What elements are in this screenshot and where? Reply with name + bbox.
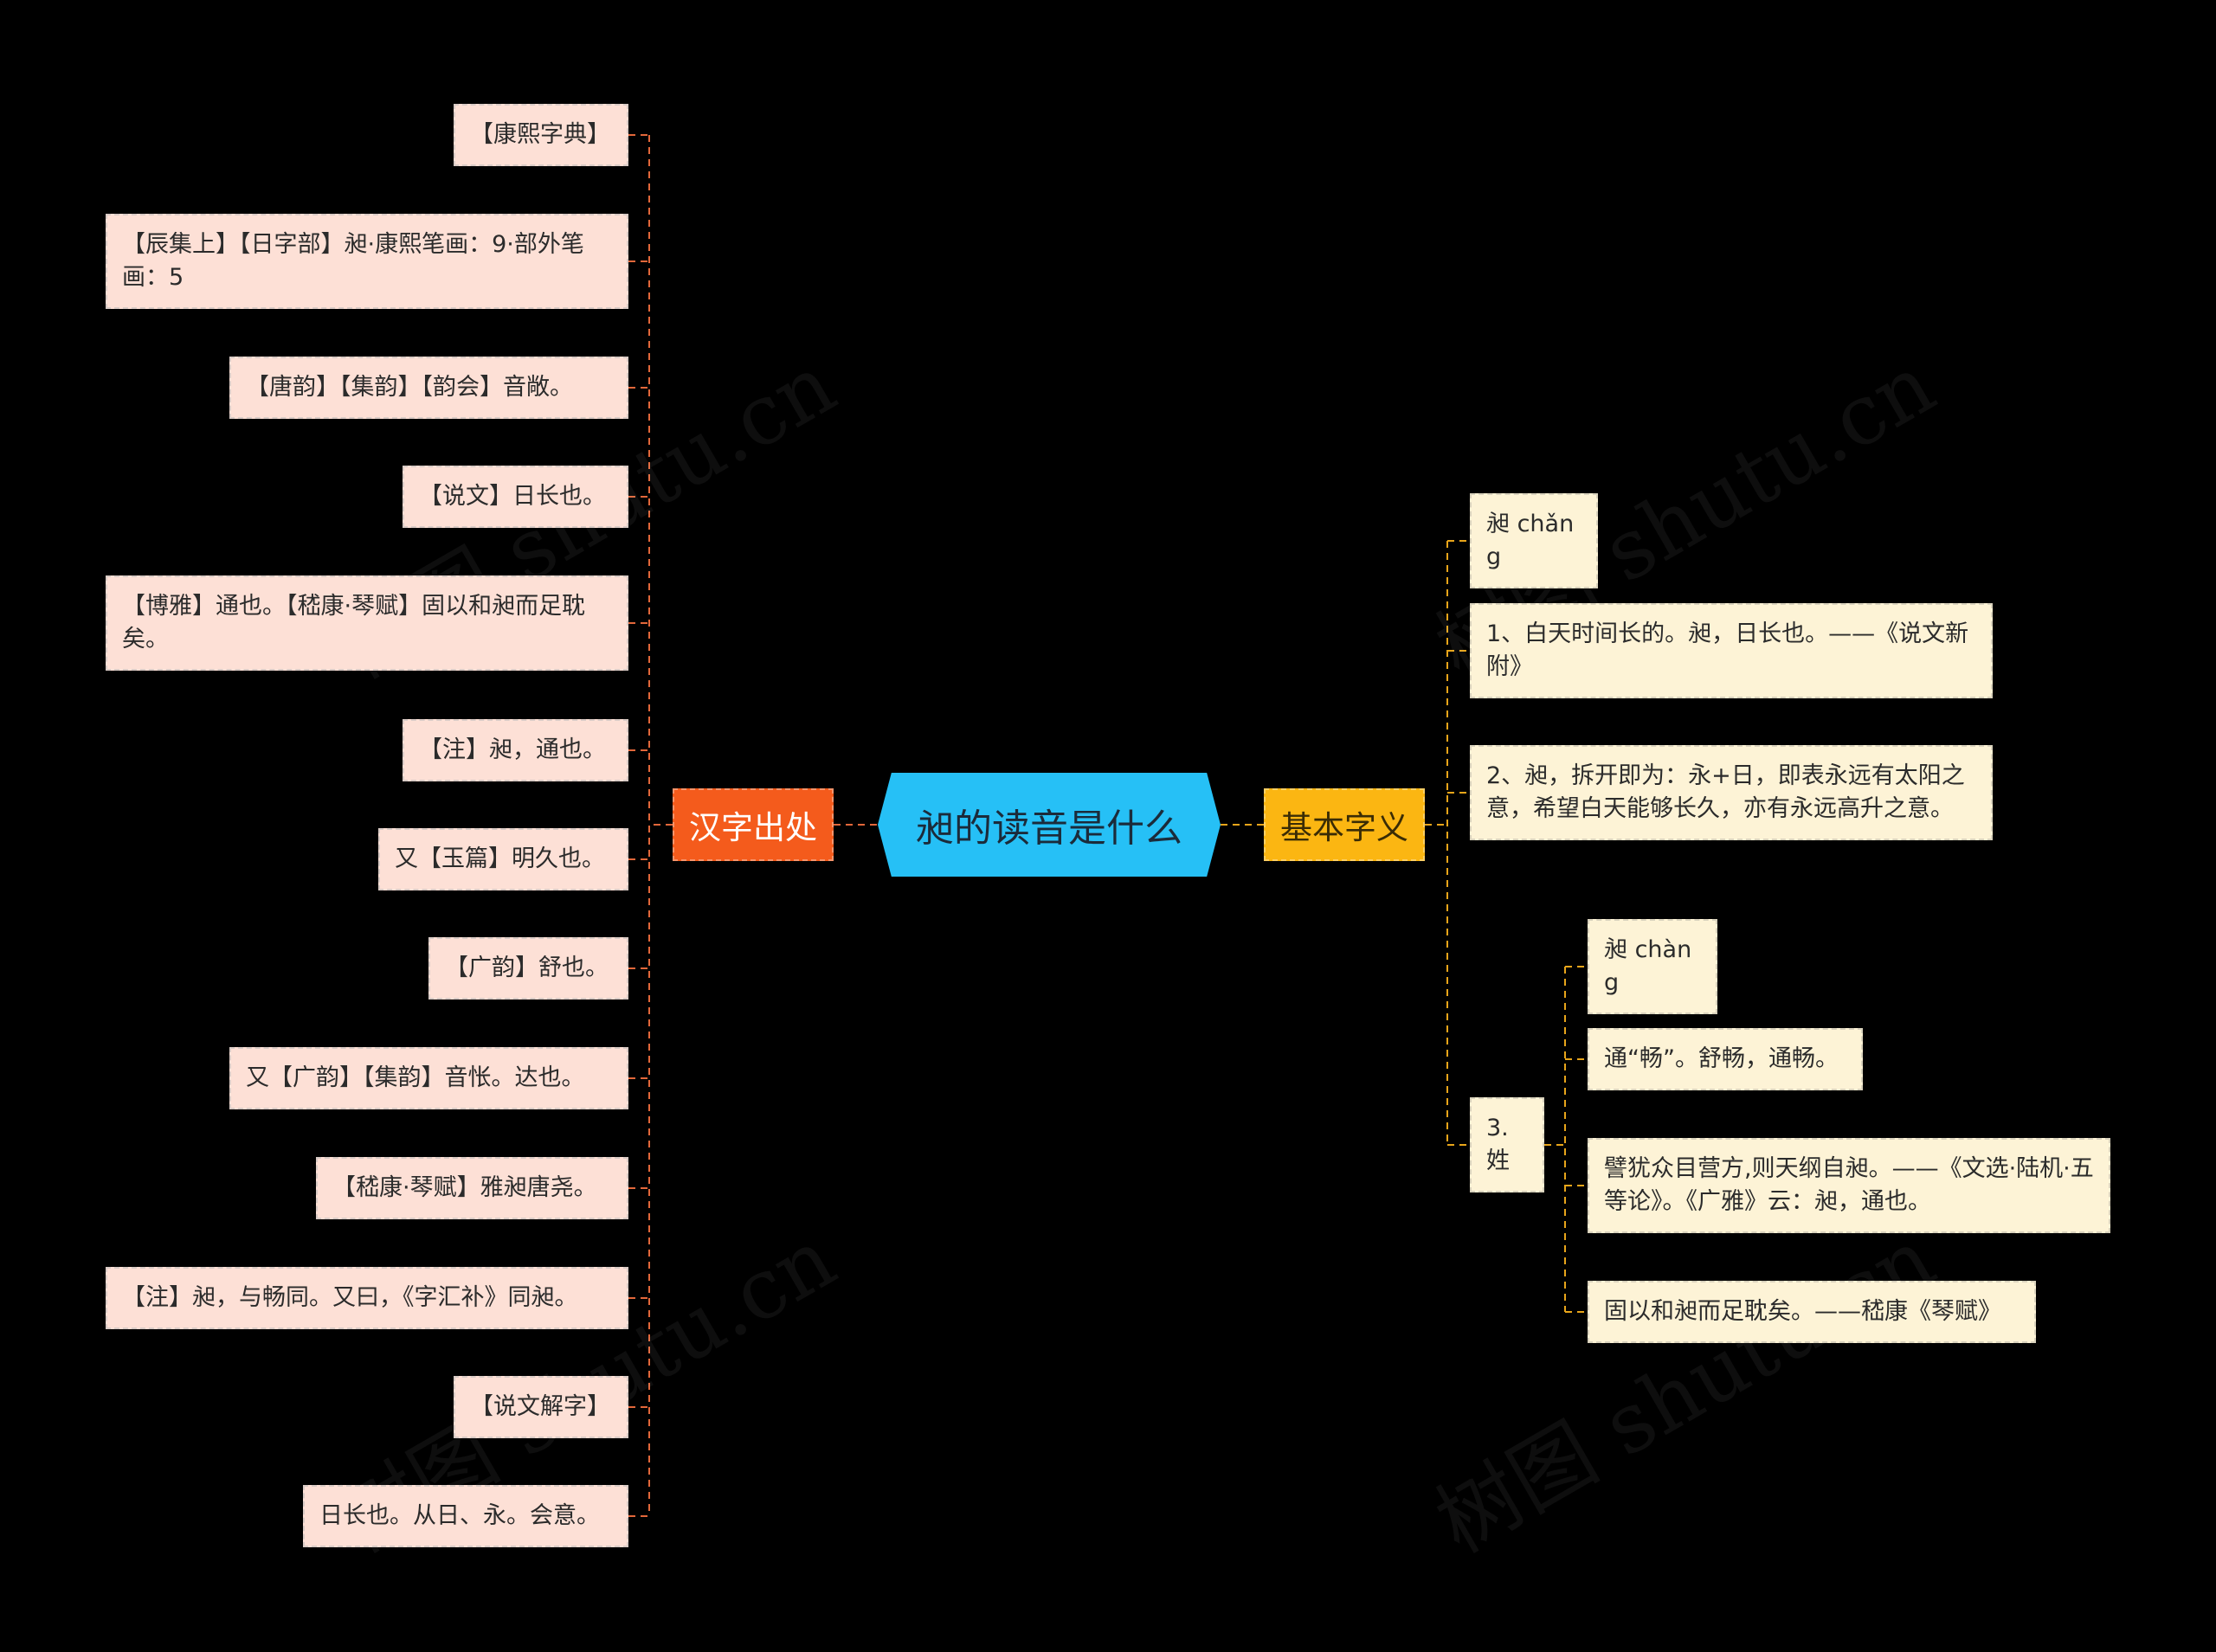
source-node-guangyun[interactable]: 【广韵】舒也。: [428, 937, 628, 1000]
sub-node-wenxuan[interactable]: 譬犹众目营方,则天纲自昶。——《文选·陆机·五等论》。《广雅》云：昶，通也。: [1588, 1138, 2110, 1233]
branch-label: 基本字义: [1280, 809, 1408, 846]
source-node-kangxi-title[interactable]: 【康熙字典】: [454, 104, 628, 166]
source-node-shuowen-2[interactable]: 日长也。从日、永。会意。: [303, 1485, 628, 1547]
source-node-qinfu[interactable]: 【嵇康·琴赋】雅昶唐尧。: [316, 1157, 628, 1219]
source-node-shuowen-title[interactable]: 【说文解字】: [454, 1376, 628, 1438]
branch-hanzi-source[interactable]: 汉字出处: [673, 788, 834, 861]
sub-node-chang[interactable]: 通“畅”。舒畅，通畅。: [1588, 1028, 1863, 1090]
source-node-tangyun[interactable]: 【唐韵】【集韵】【韵会】音敞。: [229, 357, 628, 419]
branch-label: 汉字出处: [689, 809, 817, 846]
meaning-node-2[interactable]: 2、昶，拆开即为：永+日，即表永远有太阳之意，希望白天能够长久，亦有永远高升之意…: [1470, 745, 1993, 840]
source-node-note-1[interactable]: 【注】昶，通也。: [403, 719, 628, 781]
source-node-note-2[interactable]: 【注】昶，与畅同。又曰，《字汇补》同昶。: [106, 1267, 628, 1329]
meaning-node-1[interactable]: 1、白天时间长的。昶，日长也。——《说文新附》: [1470, 603, 1993, 698]
source-node-yupian[interactable]: 又【玉篇】明久也。: [378, 828, 628, 890]
branch-basic-meaning[interactable]: 基本字义: [1264, 788, 1425, 861]
source-node-kangxi-strokes[interactable]: 【辰集上】【日字部】昶·康熙笔画：9·部外笔画：5: [106, 214, 628, 309]
root-topic-label: 昶的读音是什么: [916, 807, 1182, 851]
source-node-boya[interactable]: 【博雅】通也。【嵇康·琴赋】固以和昶而足耽矣。: [106, 575, 628, 671]
source-node-guangyun-jiyun[interactable]: 又【广韵】【集韵】音怅。达也。: [229, 1047, 628, 1109]
meaning-node-pinyin[interactable]: 昶 chǎng: [1470, 493, 1598, 588]
sub-node-pinyin[interactable]: 昶 chàng: [1588, 919, 1717, 1014]
meaning-node-surname[interactable]: 3.姓: [1470, 1097, 1544, 1192]
root-topic[interactable]: 昶的读音是什么: [878, 773, 1221, 877]
sub-node-qinfu[interactable]: 固以和昶而足耽矣。——嵇康《琴赋》: [1588, 1281, 2036, 1343]
source-node-shuowen-1[interactable]: 【说文】日长也。: [403, 466, 628, 528]
